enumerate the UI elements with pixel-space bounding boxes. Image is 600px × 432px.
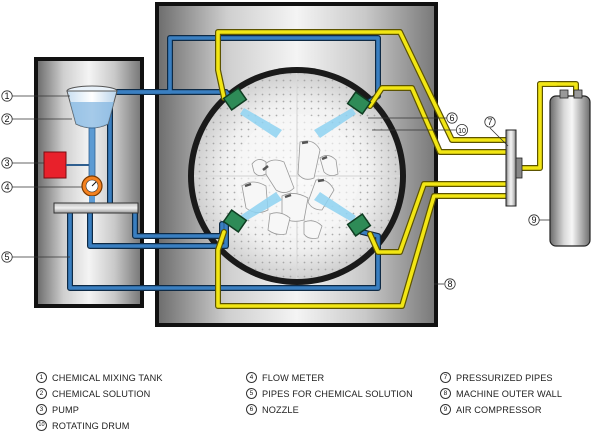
callout-2: 2	[1, 113, 13, 125]
svg-text:10: 10	[458, 128, 466, 135]
legend-badge: 6	[246, 404, 257, 415]
pipe-manifold-platform	[53, 202, 139, 214]
legend-item-air-compressor: 9 AIR COMPRESSOR	[440, 404, 542, 415]
callout-10: 10	[455, 124, 468, 137]
callout-6: 6	[446, 112, 458, 124]
svg-text:4: 4	[4, 182, 9, 192]
legend-item-pressurized-pipes: 7 PRESSURIZED PIPES	[440, 372, 553, 383]
flow-meter	[81, 175, 103, 204]
svg-text:1: 1	[4, 91, 9, 101]
callout-leaders	[11, 95, 550, 285]
legend-label: PRESSURIZED PIPES	[456, 372, 553, 383]
legend-label: NOZZLE	[262, 404, 299, 415]
air-compressor	[549, 89, 591, 247]
legend-badge: 9	[440, 404, 451, 415]
nozzle-bottom-left	[222, 209, 248, 233]
nozzle-bottom-right	[346, 213, 372, 237]
legend-label: ROTATING DRUM	[52, 420, 130, 431]
machine-diagram: 1 2 3 4 5 6 7 8 9 10	[1, 2, 591, 327]
legend-item-rotating-drum: 10 ROTATING DRUM	[36, 420, 130, 431]
legend-badge: 3	[36, 404, 47, 415]
legend-label: AIR COMPRESSOR	[456, 404, 542, 415]
pressure-manifold	[505, 129, 523, 207]
legend-badge: 2	[36, 388, 47, 399]
clothes-load	[241, 140, 339, 239]
svg-text:9: 9	[531, 215, 536, 225]
legend-label: FLOW METER	[262, 372, 325, 383]
legend-item-chemical-solution: 2 CHEMICAL SOLUTION	[36, 388, 150, 399]
svg-text:6: 6	[449, 113, 454, 123]
clothes-stripes	[244, 140, 328, 199]
callout-1: 1	[1, 90, 13, 102]
nozzle-top-right	[346, 91, 372, 115]
legend-item-chemical-mixing-tank: 1 CHEMICAL MIXING TANK	[36, 372, 163, 383]
chemical-solution	[70, 102, 114, 128]
legend-label: PUMP	[52, 404, 79, 415]
legend-label: MACHINE OUTER WALL	[456, 388, 563, 399]
svg-text:7: 7	[487, 117, 492, 127]
legend-label: PIPES FOR CHEMICAL SOLUTION	[262, 388, 413, 399]
legend-badge: 7	[440, 372, 451, 383]
legend-badge: 8	[440, 388, 451, 399]
callout-9: 9	[528, 214, 540, 226]
nozzle-top-left	[222, 87, 248, 111]
chemical-mixing-tank	[66, 85, 118, 179]
pump	[43, 151, 89, 179]
legend-item-pipes-for-chemical-solution: 5 PIPES FOR CHEMICAL SOLUTION	[246, 388, 413, 399]
legend-label: CHEMICAL MIXING TANK	[52, 372, 163, 383]
svg-text:8: 8	[447, 279, 452, 289]
legend-badge: 4	[246, 372, 257, 383]
legend-item-flow-meter: 4 FLOW METER	[246, 372, 324, 383]
svg-text:3: 3	[4, 158, 9, 168]
callout-3: 3	[1, 157, 13, 169]
callout-7: 7	[484, 116, 496, 128]
callout-8: 8	[444, 278, 456, 290]
svg-text:2: 2	[4, 114, 9, 124]
legend-badge: 5	[246, 388, 257, 399]
legend-label: CHEMICAL SOLUTION	[52, 388, 151, 399]
legend-item-nozzle: 6 NOZZLE	[246, 404, 299, 415]
legend-badge: 1	[36, 372, 47, 383]
callout-5: 5	[1, 251, 13, 263]
callout-4: 4	[1, 181, 13, 193]
svg-text:5: 5	[4, 252, 9, 262]
legend-item-pump: 3 PUMP	[36, 404, 79, 415]
nozzle-spray	[240, 108, 356, 222]
legend-item-machine-outer-wall: 8 MACHINE OUTER WALL	[440, 388, 562, 399]
legend: 1 CHEMICAL MIXING TANK 2 CHEMICAL SOLUTI…	[0, 360, 600, 432]
legend-badge: 10	[36, 420, 47, 431]
